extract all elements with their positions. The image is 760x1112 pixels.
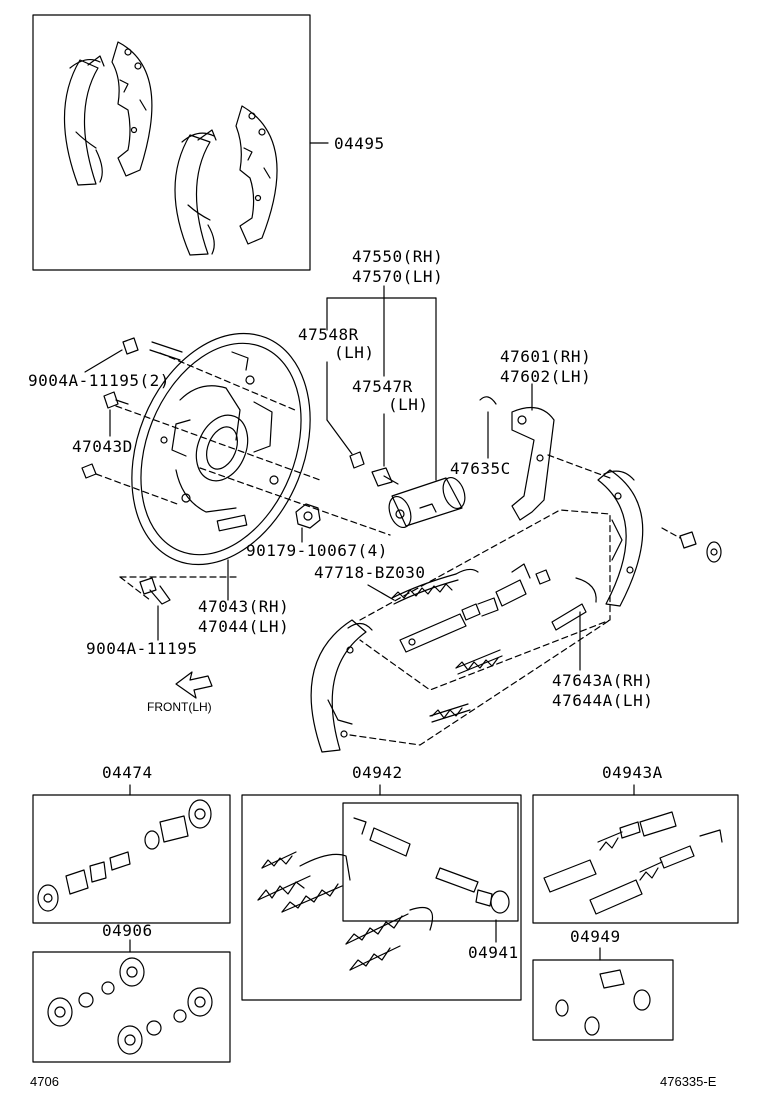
pin-kit-parts-icon bbox=[555, 969, 651, 1036]
label-04942: 04942 bbox=[352, 763, 403, 782]
label-47548r-lh: (LH) bbox=[334, 343, 375, 362]
kit-box-04943a bbox=[532, 794, 739, 924]
label-47570: 47570(LH) bbox=[352, 267, 444, 286]
brake-shoe-left-icon bbox=[310, 619, 373, 753]
adjuster-assembly-icon bbox=[391, 563, 597, 723]
label-9004a-11195-2: 9004A-11195(2) bbox=[28, 371, 170, 390]
label-front-lh: FRONT(LH) bbox=[147, 700, 212, 714]
spring-kit-parts-icon bbox=[257, 817, 510, 971]
label-47635c: 47635C bbox=[450, 459, 511, 478]
kit-box-04495 bbox=[32, 14, 311, 271]
label-47548r: 47548R bbox=[298, 325, 359, 344]
backing-plate-icon bbox=[131, 332, 311, 566]
cylinder-kit-parts-icon bbox=[37, 799, 212, 912]
label-47550: 47550(RH) bbox=[352, 247, 444, 266]
label-47718-bz030: 47718-BZ030 bbox=[314, 563, 426, 582]
brake-shoe-right-icon bbox=[597, 469, 644, 607]
label-47043: 47043(RH) bbox=[198, 597, 290, 616]
label-04474: 04474 bbox=[102, 763, 153, 782]
label-47643a: 47643A(RH) bbox=[552, 671, 654, 690]
parking-brake-lever-icon bbox=[479, 396, 555, 521]
cup-kit-parts-icon bbox=[47, 957, 213, 1055]
adjuster-kit-parts-icon bbox=[543, 811, 723, 915]
label-04941: 04941 bbox=[468, 943, 519, 962]
kit-box-04474 bbox=[32, 794, 231, 924]
label-47644a: 47644A(LH) bbox=[552, 691, 654, 710]
label-90179-10067: 90179-10067(4) bbox=[246, 541, 388, 560]
label-04906: 04906 bbox=[102, 921, 153, 940]
label-47547r: 47547R bbox=[352, 377, 413, 396]
label-04943a: 04943A bbox=[602, 763, 663, 782]
label-47044: 47044(LH) bbox=[198, 617, 290, 636]
brake-shoe-set-icon bbox=[63, 41, 278, 256]
wheel-cylinder-icon bbox=[388, 476, 466, 529]
label-47547r-lh: (LH) bbox=[388, 395, 429, 414]
label-04495: 04495 bbox=[334, 134, 385, 153]
footer-diagram-code: 476335-E bbox=[660, 1074, 717, 1089]
kit-box-04906 bbox=[32, 951, 231, 1063]
footer-page-number: 4706 bbox=[30, 1074, 59, 1089]
kit-box-04942 bbox=[241, 794, 522, 1001]
pin-icon bbox=[679, 531, 722, 563]
label-47602: 47602(LH) bbox=[500, 367, 592, 386]
label-04949: 04949 bbox=[570, 927, 621, 946]
label-9004a-11195: 9004A-11195 bbox=[86, 639, 198, 658]
label-47043d: 47043D bbox=[72, 437, 133, 456]
label-47601: 47601(RH) bbox=[500, 347, 592, 366]
nut-icon bbox=[295, 503, 321, 529]
kit-box-04941 bbox=[342, 802, 519, 922]
kit-box-04949 bbox=[532, 959, 674, 1041]
bleeder-screw-icon bbox=[349, 451, 399, 487]
front-arrow-icon bbox=[175, 671, 213, 699]
